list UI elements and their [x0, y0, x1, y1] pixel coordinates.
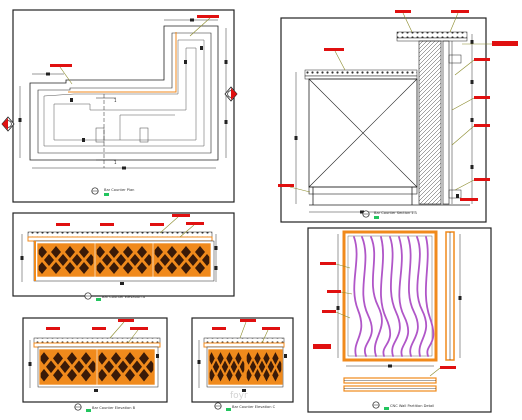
elevation-a-view: Bar Counter Elevation A: [12, 212, 235, 301]
elevation-a-caption: Bar Counter Elevation A: [84, 292, 146, 301]
elevation-b-frame: [22, 317, 168, 403]
plan-caption-text: Bar Counter Plan: [104, 188, 134, 192]
elevation-b-caption: Bar Counter Elevation B: [74, 403, 136, 412]
section-marker-top: 1: [114, 98, 117, 103]
elevation-c-caption-text: Bar Counter Elevation C: [232, 405, 276, 409]
partition-frame: [307, 227, 492, 413]
elevation-c-view: foyr Bar Counter Elevation C: [191, 317, 294, 411]
section-frame: [280, 17, 487, 223]
section-caption: Bar Counter Section 1-1: [362, 210, 417, 219]
elevation-a-caption-text: Bar Counter Elevation A: [102, 295, 146, 299]
elevation-c-caption: Bar Counter Elevation C: [214, 402, 276, 411]
elevation-a-frame: [12, 212, 235, 297]
elevation-marker-right: [224, 86, 238, 102]
plan-caption: Bar Counter Plan: [91, 187, 134, 196]
section-caption-text: Bar Counter Section 1-1: [374, 211, 417, 215]
plan-view: 1 1 Bar Counter Plan: [1, 9, 238, 203]
watermark: foyr: [230, 391, 248, 401]
section-marker-bottom: 1: [114, 160, 117, 165]
elevation-marker-left: [1, 116, 15, 132]
elevation-c-frame: [191, 317, 294, 403]
plan-frame: [12, 9, 235, 203]
partition-caption: CNC Wall Partition Detail: [372, 401, 434, 410]
cnc-wave-pattern: [353, 236, 435, 357]
section-view: Bar Counter Section 1-1: [278, 10, 518, 223]
partition-view: CNC Wall Partition Detail: [307, 227, 492, 413]
partition-caption-text: CNC Wall Partition Detail: [390, 404, 434, 408]
elevation-b-caption-text: Bar Counter Elevation B: [92, 406, 136, 410]
elevation-b-view: Bar Counter Elevation B: [22, 317, 168, 412]
